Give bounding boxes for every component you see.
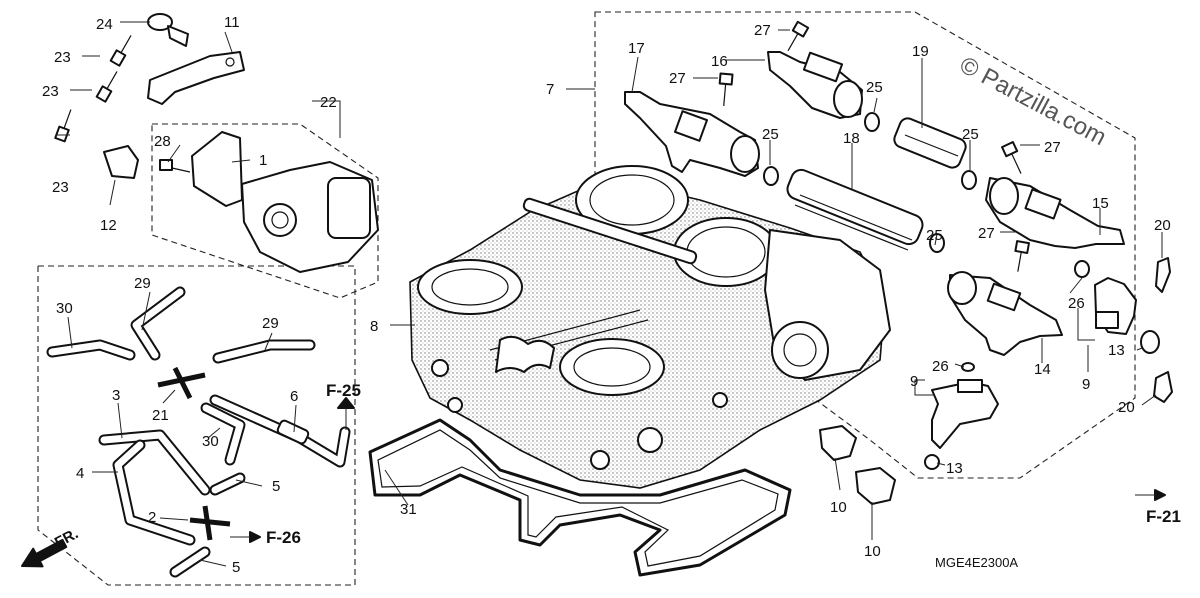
bracket-11 (147, 51, 245, 105)
clamp-upper (819, 425, 857, 461)
callout: 30 (202, 433, 219, 450)
callout: 31 (400, 501, 417, 518)
callout: 27 (978, 225, 995, 242)
callout: 19 (912, 43, 929, 60)
callout: 5 (272, 478, 280, 495)
callout: 20 (1154, 217, 1171, 234)
callout: 23 (42, 83, 59, 100)
sensor-unit (241, 161, 379, 273)
callout: 10 (830, 499, 847, 516)
callout: 13 (1108, 342, 1125, 359)
injector-right (1094, 277, 1137, 335)
connector-12 (103, 145, 139, 179)
plate-1 (191, 131, 243, 207)
clip-upper (1155, 257, 1171, 293)
callout: 15 (1092, 195, 1109, 212)
bolts-27 (718, 20, 1030, 272)
fuel-injector-right-lower (947, 271, 1063, 356)
fuel-rail-right (893, 117, 967, 169)
reference-labels: F-25 F-26 F-21 (266, 381, 1181, 547)
callout: 16 (711, 53, 728, 70)
callout: 25 (866, 79, 883, 96)
front-direction-arrow (21, 538, 68, 568)
callout: 7 (546, 81, 554, 98)
callout: 29 (262, 315, 279, 332)
callout: 23 (54, 49, 71, 66)
callout: 24 (96, 16, 113, 33)
callout: 5 (232, 559, 240, 576)
leader-lines (56, 21, 1163, 567)
injector-lower (931, 379, 999, 449)
gasket (368, 418, 792, 577)
o-rings (763, 112, 1160, 470)
callout: 29 (134, 275, 151, 292)
screws-23 (54, 35, 132, 143)
callout: 3 (112, 387, 120, 404)
callout: 21 (152, 407, 169, 424)
arrow-f21 (1154, 489, 1166, 501)
diagram-code: MGE4E2300A (935, 555, 1018, 570)
callout: 10 (864, 543, 881, 560)
callout: 2 (148, 509, 156, 526)
callout: 27 (754, 22, 771, 39)
callout: 6 (290, 388, 298, 405)
callout: 13 (946, 460, 963, 477)
joint-2 (189, 505, 231, 541)
screw-28 (159, 159, 191, 173)
callout: 20 (1118, 399, 1135, 416)
fuel-injector-right-upper (985, 177, 1125, 249)
callout: 25 (926, 227, 943, 244)
throttle-body-assembly (409, 165, 891, 489)
clamp-lower (855, 467, 896, 505)
callout: 22 (320, 94, 337, 111)
callout: 27 (669, 70, 686, 87)
arrow-f26 (249, 531, 261, 543)
joint-21 (157, 366, 206, 400)
hoses (46, 286, 351, 578)
callout: 8 (370, 318, 378, 335)
callout: 26 (1068, 295, 1085, 312)
callout: 9 (1082, 376, 1090, 393)
clamp-24 (147, 13, 189, 47)
callout: 28 (154, 133, 171, 150)
callout: 12 (100, 217, 117, 234)
fuel-injector-top-right (767, 51, 863, 119)
callout: 27 (1044, 139, 1061, 156)
callout: 17 (628, 40, 645, 57)
callout: 14 (1034, 361, 1051, 378)
callout: 11 (224, 14, 240, 31)
group-box-hoses (37, 265, 356, 586)
callout: 23 (52, 179, 69, 196)
clip-lower (1153, 371, 1173, 403)
callout: 26 (932, 358, 949, 375)
ref-f21: F-21 (1146, 507, 1181, 526)
fuel-injector-top-left (624, 91, 760, 177)
callout: 18 (843, 130, 860, 147)
ref-f26: F-26 (266, 528, 301, 547)
callout: 30 (56, 300, 73, 317)
callout: 9 (910, 373, 918, 390)
callout-labels: 1 2 3 4 5 5 6 7 8 9 9 10 10 11 12 13 13 … (42, 14, 1171, 576)
callout: 25 (762, 126, 779, 143)
fuel-rail-center (786, 168, 924, 251)
ref-f25: F-25 (326, 381, 361, 400)
callout: 25 (962, 126, 979, 143)
callout: 4 (76, 465, 84, 482)
callout: 1 (259, 152, 267, 169)
